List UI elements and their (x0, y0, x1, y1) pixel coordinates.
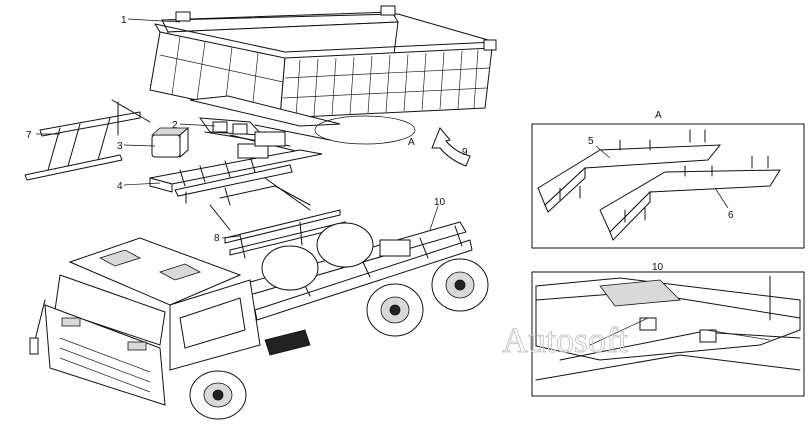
hydraulic-lift (198, 117, 331, 153)
oil-tank (150, 126, 190, 159)
callout-a: A (408, 137, 415, 148)
callout-1: 1 (121, 15, 127, 26)
view-arrow (314, 115, 471, 167)
callout-10: 10 (434, 197, 446, 208)
inset-a: A (531, 110, 805, 249)
sub-frame (149, 131, 323, 206)
callout-2: 2 (172, 120, 178, 131)
rear-mudguard-bracket (24, 99, 151, 181)
callout-7: 7 (26, 130, 32, 141)
side-guard-rail (209, 177, 346, 259)
inset-10: 10 (531, 262, 805, 397)
truck-cab (29, 237, 311, 420)
dump-body (149, 5, 497, 127)
callout-4: 4 (117, 181, 123, 192)
inset-a-label: A (655, 110, 662, 121)
leader-lines (36, 18, 729, 239)
watermark: Autosoft (502, 320, 628, 360)
callout-9: 9 (462, 147, 468, 158)
inset-10-label: 10 (652, 262, 664, 273)
callout-labels: 1 2 3 4 5 6 7 8 9 10 A (26, 15, 734, 244)
callout-8: 8 (214, 233, 220, 244)
callout-3: 3 (117, 141, 123, 152)
callout-6: 6 (728, 210, 734, 221)
rear-wheels (261, 222, 489, 337)
callout-5: 5 (588, 136, 594, 147)
